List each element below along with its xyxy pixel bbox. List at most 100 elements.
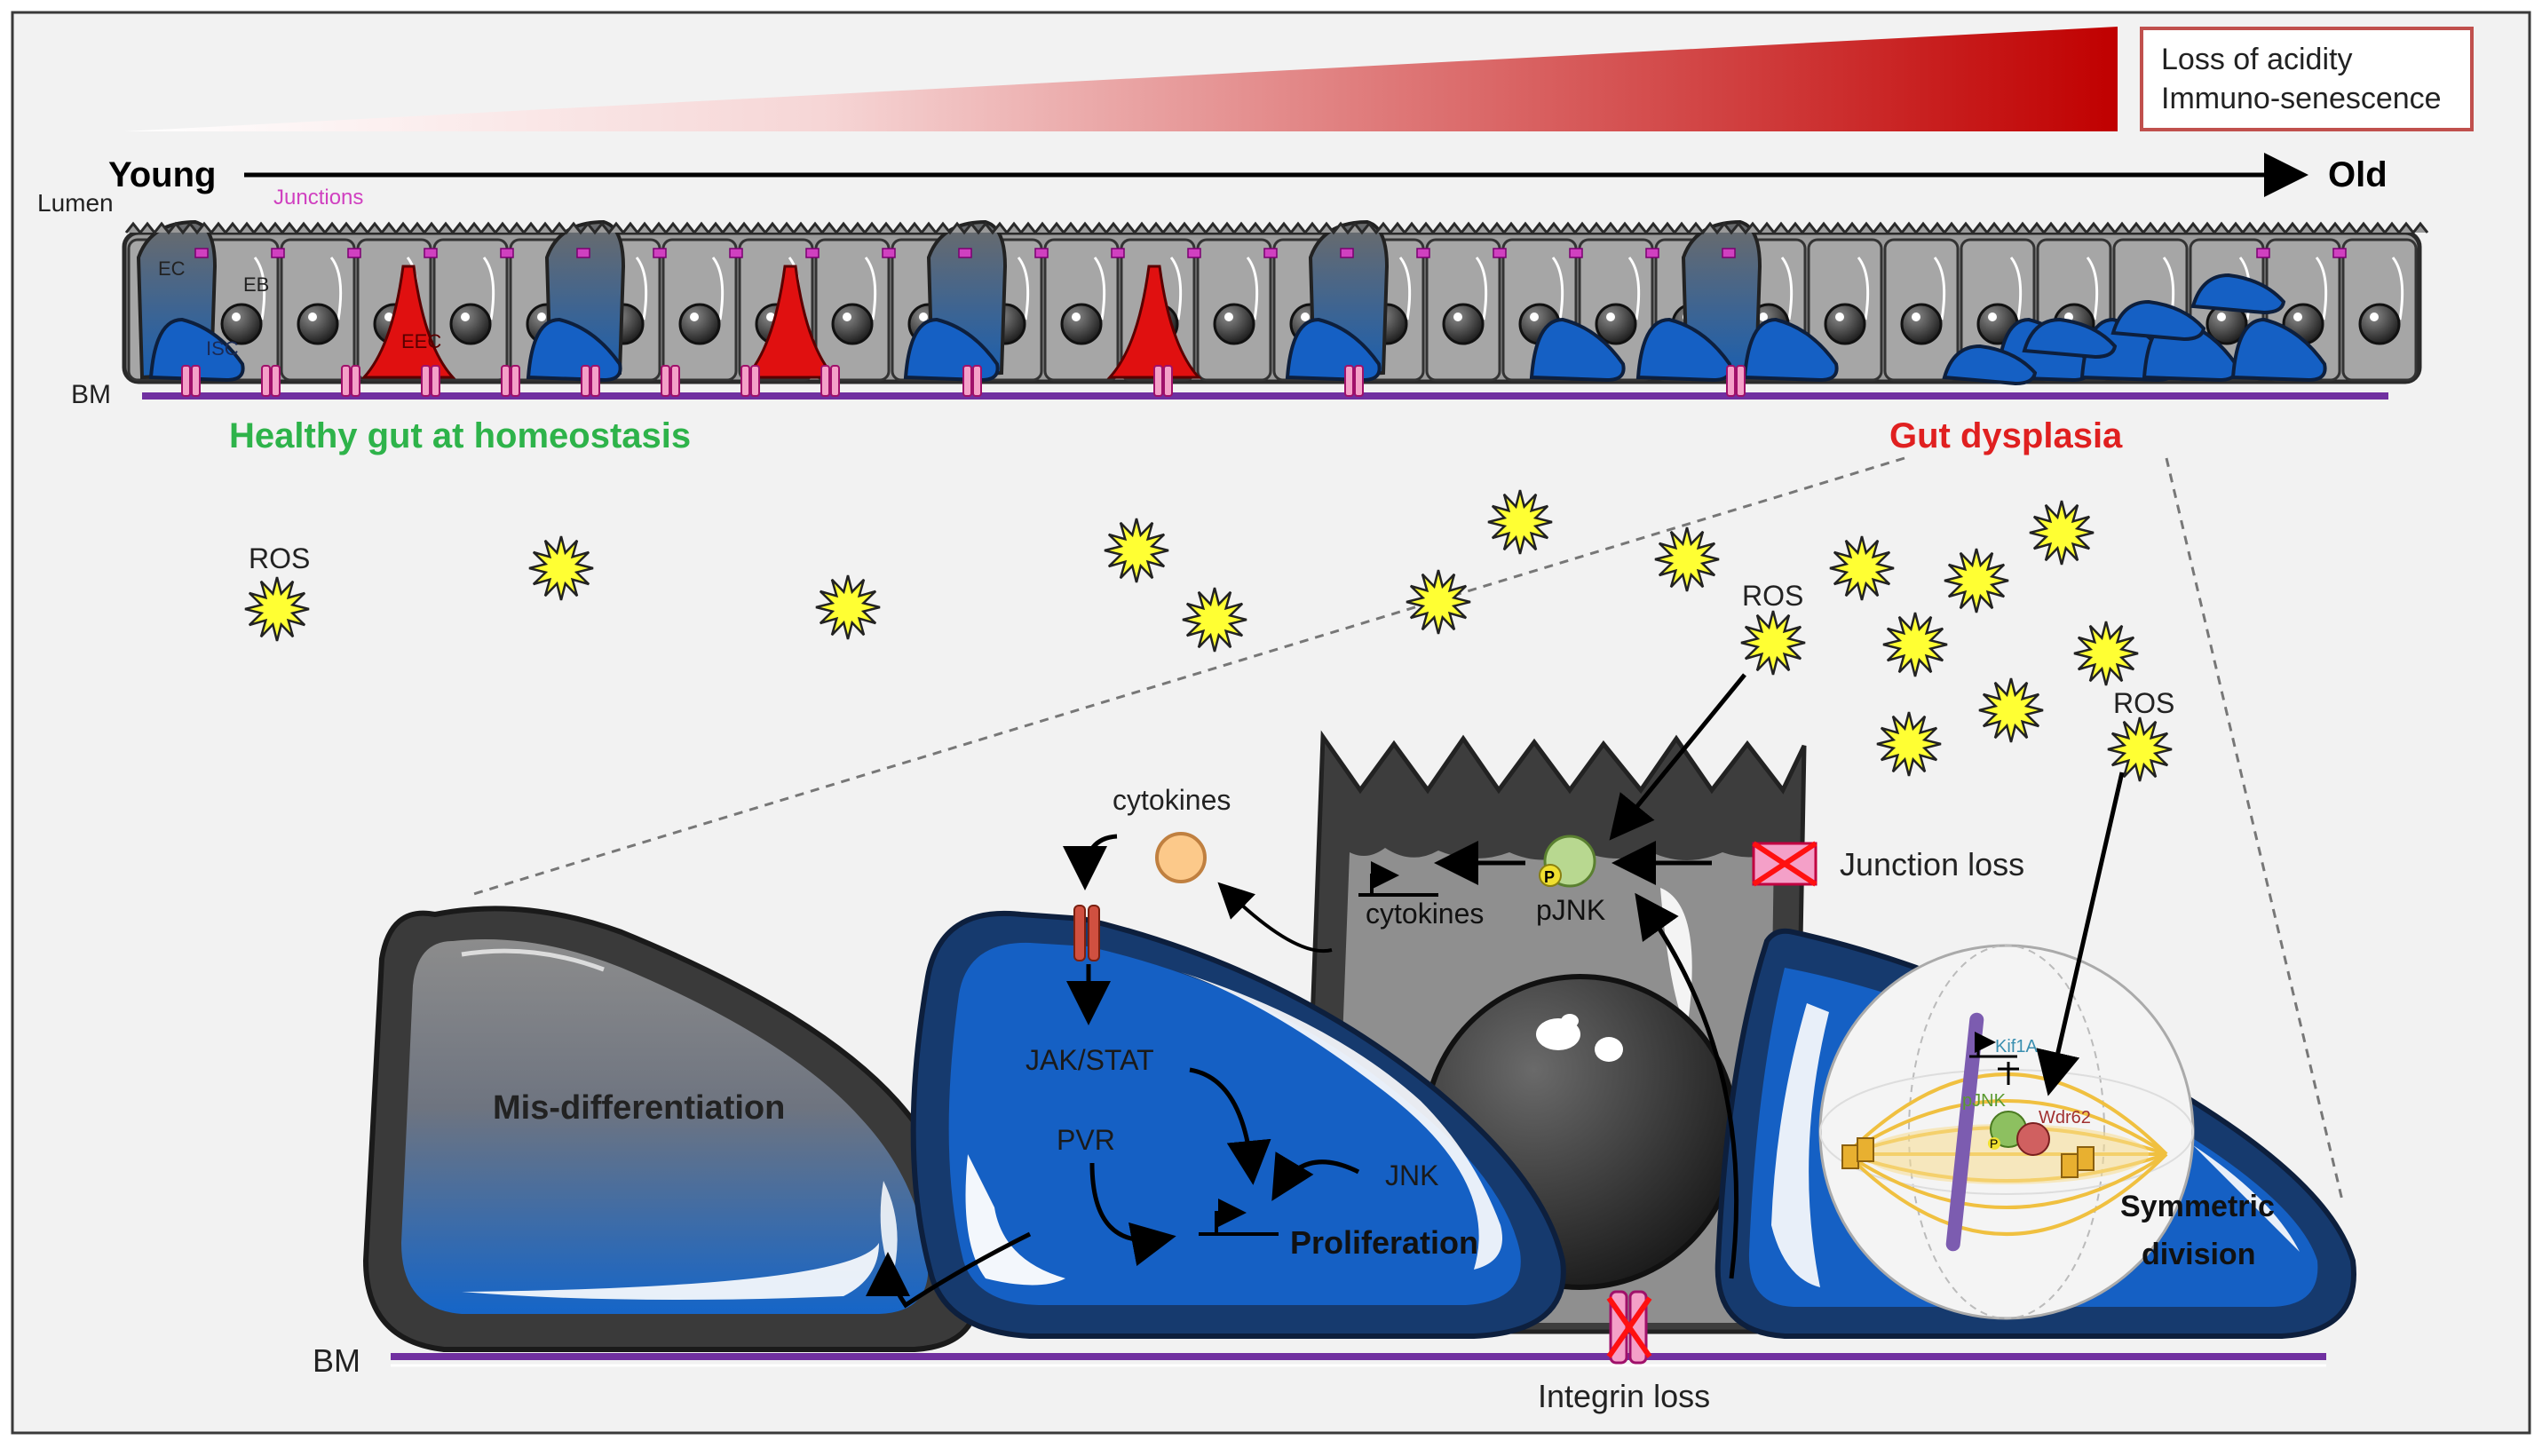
integrin bbox=[271, 365, 281, 397]
enterocyte-highlight bbox=[1475, 257, 1488, 320]
enterocyte-highlight bbox=[2391, 257, 2404, 320]
cytokines-top-label: cytokines bbox=[1113, 784, 1231, 816]
ros-star bbox=[528, 535, 594, 601]
integrin bbox=[421, 365, 431, 397]
junction bbox=[1034, 248, 1049, 258]
enterocyte-nucleus bbox=[831, 303, 874, 345]
nucleus-highlight bbox=[2217, 313, 2226, 321]
proliferation-label: Proliferation bbox=[1290, 1224, 1478, 1261]
enterocyte-highlight bbox=[2009, 257, 2023, 320]
brush-border bbox=[124, 221, 2429, 235]
symmetric-label: Symmetric bbox=[2120, 1190, 2275, 1223]
spindle-p-label: P bbox=[1990, 1136, 1998, 1151]
junction bbox=[1722, 248, 1736, 258]
enterocyte-highlight bbox=[1627, 257, 1641, 320]
mitotic-spindle bbox=[1818, 944, 2195, 1320]
ros-star bbox=[1182, 587, 1247, 653]
timeline-start-label: Young bbox=[108, 155, 216, 194]
nucleus-highlight bbox=[461, 313, 470, 321]
junction bbox=[729, 248, 743, 258]
pvr-arrow bbox=[1089, 1162, 1176, 1267]
bm-label-top: BM bbox=[71, 380, 111, 409]
lumen-label: Lumen bbox=[37, 189, 114, 217]
division-label: division bbox=[2142, 1238, 2255, 1271]
enterocyte-nucleus bbox=[220, 303, 263, 345]
junction-loss-icon bbox=[1752, 841, 1817, 887]
integrin-loss-icon bbox=[1606, 1290, 1652, 1365]
spindle-pjnk-label: pJNK bbox=[1962, 1091, 2007, 1111]
intestinal-stem-cell bbox=[1529, 317, 1626, 383]
cytokine-secretion-arrow bbox=[1217, 882, 1333, 954]
junction bbox=[194, 248, 209, 258]
nucleus-highlight bbox=[232, 313, 241, 321]
intestinal-stem-cell bbox=[2230, 317, 2327, 383]
enteroendocrine-cell bbox=[360, 265, 456, 379]
junction bbox=[1111, 248, 1125, 258]
integrin bbox=[820, 365, 830, 397]
enterocyte-nucleus bbox=[1595, 303, 1637, 345]
enterocyte-highlight bbox=[1551, 257, 1564, 320]
junction bbox=[424, 248, 438, 258]
ros-to-spindle-arrow bbox=[2036, 772, 2125, 1096]
integrin bbox=[1726, 365, 1736, 397]
enteroendocrine-cell bbox=[742, 265, 838, 379]
integrin bbox=[830, 365, 840, 397]
nucleus-highlight bbox=[308, 313, 317, 321]
zoom-line-left bbox=[470, 456, 1905, 897]
nucleus-highlight bbox=[1759, 313, 1768, 321]
enterocyte-highlight bbox=[2315, 257, 2328, 320]
ros-star bbox=[244, 576, 310, 642]
junction bbox=[1416, 248, 1430, 258]
integrin bbox=[962, 365, 972, 397]
ros-star bbox=[2029, 500, 2095, 566]
misdifferentiation-label: Mis-differentiation bbox=[493, 1089, 785, 1127]
junctions-label: Junctions bbox=[273, 186, 363, 210]
enterocyte-highlight bbox=[1169, 257, 1183, 320]
junction bbox=[500, 248, 514, 258]
enterocyte-nucleus bbox=[1824, 303, 1866, 345]
nucleus-highlight bbox=[1988, 313, 1997, 321]
cytokine-particle bbox=[1155, 832, 1207, 883]
legend-line-1: Loss of acidity bbox=[2161, 43, 2352, 76]
legend-box bbox=[2140, 27, 2474, 131]
enterocyte-nucleus bbox=[1900, 303, 1943, 345]
enterocyte-highlight bbox=[1780, 257, 1794, 320]
jakstat-arrow bbox=[1189, 1067, 1271, 1185]
acidity-gradient-wedge bbox=[124, 27, 2118, 131]
ros-star bbox=[1978, 677, 2044, 743]
jnk-label: JNK bbox=[1385, 1159, 1438, 1191]
intestinal-stem-cell bbox=[526, 317, 622, 383]
misdiff-arrow bbox=[866, 1231, 1032, 1309]
integrin-loss-label: Integrin loss bbox=[1538, 1378, 1710, 1414]
integrin bbox=[972, 365, 982, 397]
cytokines-gene-label: cytokines bbox=[1366, 898, 1484, 930]
ros-label-3: ROS bbox=[2113, 687, 2174, 719]
nucleus-highlight bbox=[537, 313, 546, 321]
pjnk-label: pJNK bbox=[1536, 894, 1605, 926]
intestinal-stem-cell bbox=[903, 317, 1000, 383]
microvilli bbox=[124, 221, 2429, 235]
ec-label: EC bbox=[158, 257, 186, 280]
ros-star bbox=[1882, 612, 1948, 677]
misdifferentiated-cell bbox=[362, 906, 981, 1352]
enterocyte-nucleus bbox=[2358, 303, 2401, 345]
ros-star bbox=[1740, 610, 1806, 676]
integrin bbox=[261, 365, 271, 397]
nucleus-highlight bbox=[690, 313, 699, 321]
integrin bbox=[581, 365, 590, 397]
nucleus-highlight bbox=[1224, 313, 1233, 321]
jakstat-label: JAK/STAT bbox=[1026, 1044, 1154, 1076]
nucleus-highlight bbox=[384, 313, 393, 321]
integrin bbox=[351, 365, 360, 397]
integrin bbox=[661, 365, 670, 397]
ros-star bbox=[1944, 548, 2009, 613]
enterocyte-highlight bbox=[1933, 257, 1946, 320]
integrin bbox=[670, 365, 680, 397]
timeline-end-label: Old bbox=[2328, 155, 2388, 194]
nucleus-highlight bbox=[1835, 313, 1844, 321]
enterocyte-highlight bbox=[1398, 257, 1412, 320]
enterocyte-highlight bbox=[1093, 257, 1106, 320]
junction bbox=[576, 248, 590, 258]
cytokine-receptor bbox=[1073, 905, 1100, 961]
